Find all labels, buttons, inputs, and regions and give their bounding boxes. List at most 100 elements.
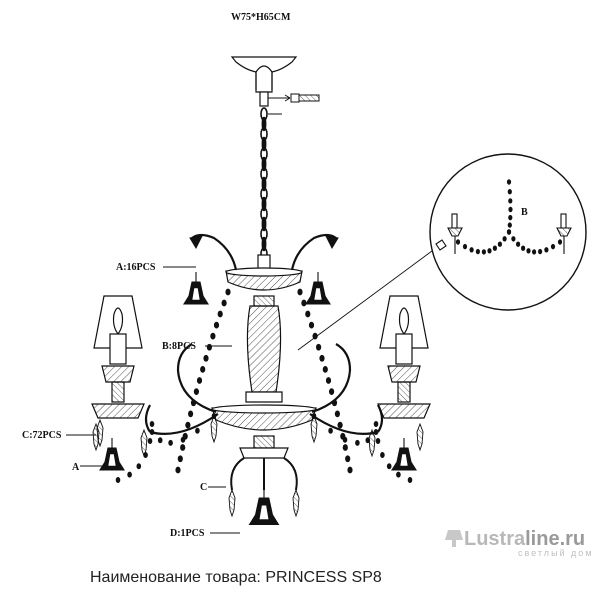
- pendant-highlight: [399, 453, 409, 467]
- bead-detail-callout: B: [429, 153, 587, 311]
- watermark: Lustraline.ru светлый дом: [445, 528, 594, 558]
- bead: [200, 366, 206, 373]
- pendant-highlight: [107, 453, 117, 467]
- prism-body: [368, 428, 376, 458]
- drip-pan: [377, 403, 431, 419]
- bead: [325, 377, 332, 384]
- candle-stem: [397, 381, 411, 403]
- bead: [217, 310, 223, 318]
- label-d-count: D:1PCS: [170, 528, 205, 539]
- bead: [147, 438, 153, 444]
- bead: [213, 321, 220, 329]
- prism-body: [96, 418, 104, 448]
- detail-bead: [532, 249, 537, 255]
- bead: [206, 343, 212, 351]
- bead: [308, 321, 315, 329]
- product-caption: Наименование товара: PRINCESS SP8: [90, 569, 382, 586]
- crystal-pendant: [248, 486, 280, 525]
- detail-bead: [516, 241, 521, 247]
- bead: [115, 477, 121, 483]
- candle-lamp: [377, 295, 431, 419]
- pendant-highlight: [313, 287, 323, 301]
- bead: [195, 427, 200, 434]
- detail-bead: [462, 243, 468, 250]
- crystal-pendant: [305, 272, 331, 305]
- label-b-detail: B: [521, 207, 528, 218]
- bead: [225, 288, 231, 296]
- bead: [190, 399, 197, 407]
- prism-drop: [416, 422, 424, 452]
- detail-bead: [526, 248, 531, 254]
- crystal-pendant: [99, 438, 125, 471]
- candle-stem: [111, 381, 125, 403]
- detail-bead: [506, 229, 512, 235]
- prism-body: [416, 422, 424, 452]
- bead: [203, 354, 209, 362]
- lamp-logo-icon: [445, 530, 463, 547]
- detail-bead: [469, 247, 474, 253]
- bead: [322, 366, 328, 373]
- bead: [188, 410, 194, 418]
- detail-bead: [455, 239, 461, 245]
- suspension-chain: [260, 107, 268, 261]
- ceiling-canopy: [230, 56, 298, 107]
- detail-bead: [508, 198, 513, 204]
- chain-link: [261, 136, 267, 152]
- prism-drop: [96, 418, 104, 448]
- prism-drop: [368, 428, 376, 458]
- pendant-highlight: [258, 504, 270, 520]
- bead: [407, 477, 413, 483]
- label-a: A: [72, 462, 80, 473]
- chandelier-body: [211, 254, 317, 459]
- watermark-tagline: светлый дом: [518, 548, 594, 558]
- detail-bead: [506, 179, 512, 185]
- bead: [316, 343, 322, 351]
- detail-bead: [544, 247, 549, 253]
- bead: [193, 388, 199, 395]
- bead: [185, 421, 191, 429]
- detail-bead: [538, 248, 543, 255]
- detail-bead: [550, 243, 556, 250]
- label-c: C: [200, 482, 207, 493]
- prism-body: [140, 428, 148, 458]
- prism-drop: [228, 488, 236, 518]
- detail-bead: [481, 249, 486, 255]
- dimensions-label: W75*H65CM: [231, 12, 291, 23]
- bead: [373, 429, 379, 435]
- detail-bead: [557, 239, 563, 245]
- prism-drop: [292, 488, 300, 518]
- pendant-highlight: [191, 287, 201, 301]
- prism-drop: [140, 428, 148, 458]
- bead: [157, 437, 163, 444]
- detail-bead: [475, 248, 480, 255]
- bead: [180, 436, 186, 443]
- bead: [345, 455, 351, 463]
- bead: [297, 288, 303, 296]
- detail-bead: [508, 214, 513, 221]
- detail-bead: [497, 241, 502, 247]
- label-a-count: A:16PCS: [116, 262, 156, 273]
- prism-body: [310, 414, 318, 444]
- bead: [305, 310, 311, 318]
- chain-link: [261, 216, 267, 232]
- bead: [396, 471, 401, 478]
- bead: [221, 299, 227, 307]
- bead: [319, 354, 325, 362]
- bead: [380, 452, 385, 458]
- prism-body: [228, 488, 236, 518]
- bead: [331, 399, 338, 407]
- bead: [373, 421, 379, 427]
- label-c-count: C:72PCS: [22, 430, 62, 441]
- chain-link: [261, 156, 267, 172]
- bead: [301, 299, 307, 307]
- bead: [136, 463, 142, 470]
- bead: [342, 444, 348, 451]
- label-b-count: B:8PCS: [162, 341, 196, 352]
- detail-bead: [502, 236, 507, 242]
- bead: [329, 388, 335, 395]
- screw-icon: [268, 93, 320, 115]
- detail-bead: [492, 245, 497, 251]
- bead: [334, 410, 340, 418]
- candle-lamp: [91, 295, 145, 419]
